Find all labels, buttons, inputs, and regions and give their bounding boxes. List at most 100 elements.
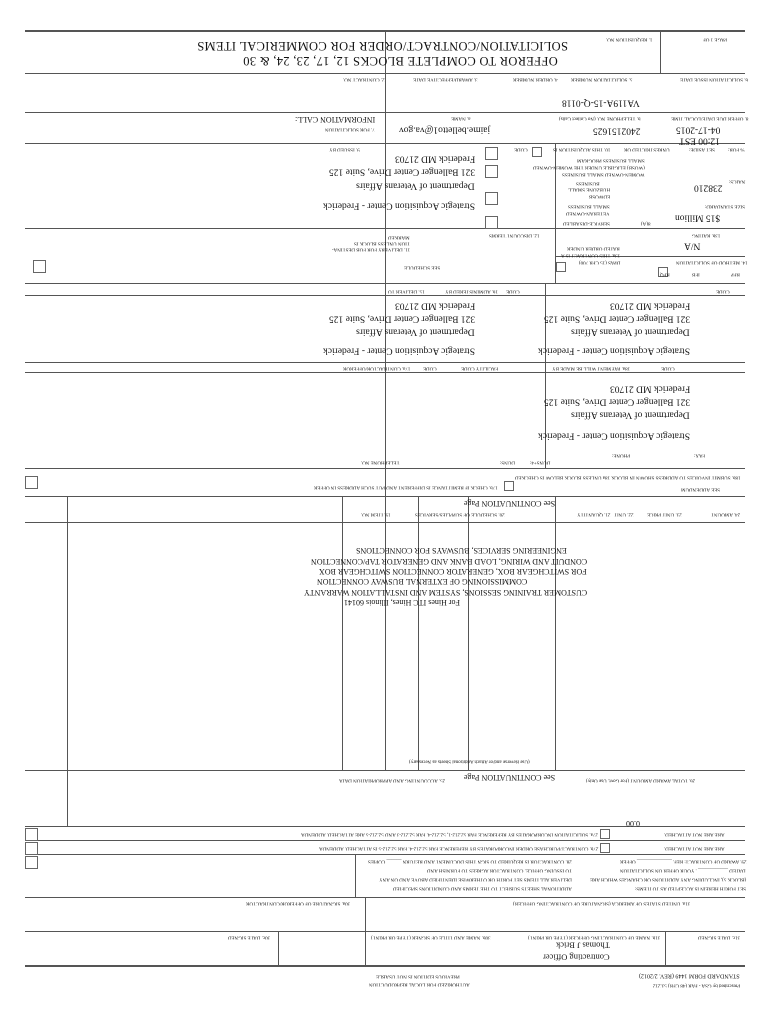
clause-27a: 27a. SOLICITATION INCORPORATES BY REFERE… (301, 831, 598, 837)
clause-29: SET FORTH HEREIN IS ACCEPTED AS TO ITEMS… (635, 885, 746, 891)
due-date: 04-17-2015 (675, 124, 720, 135)
unrestricted-checkbox[interactable] (532, 147, 542, 157)
due-date-label: 8. OFFER DUE DATE/LOCAL TIME (670, 115, 748, 121)
size-standard: $15 Million (674, 212, 720, 223)
size-standard-label: SIZE STANDARD: (704, 203, 745, 209)
see-addendum: SEE ADDENDUM (680, 486, 720, 492)
fob-label: MARKED (388, 234, 410, 240)
sdvosb-label: SERVICE-DISABLED (563, 220, 610, 226)
officer-title: Contracting Officer (543, 952, 610, 963)
naics-code: 238210 (693, 182, 723, 193)
set-aside-label: SET ASIDE: (689, 146, 715, 152)
payment-code-label: CODE (661, 365, 675, 371)
item-description: COMMISSIONING OF EXTERNAL BUSWAY CONNECT… (316, 576, 527, 586)
see-continuation: See CONTINUATION Page (463, 498, 555, 508)
divider (660, 30, 661, 73)
deliver-code-label: CODE (716, 288, 730, 294)
payment-address: Department of Veterans Affairs (571, 409, 690, 420)
divider (365, 897, 366, 965)
sdvosb-checkbox[interactable] (485, 216, 498, 229)
divider (342, 496, 343, 770)
deliver-address: Strategic Acquisition Center - Frederick (538, 345, 690, 356)
clause-27b-status: ARE ARE NOT ATTACHED. (664, 845, 725, 851)
rfp-label: RFP (731, 271, 740, 277)
divider (25, 826, 745, 827)
solicitation-no-label: 5. SOLICITATION NUMBER (570, 76, 632, 82)
contact-email: jaime.belletto1@va.gov (398, 124, 490, 135)
sdvosb-label: VETERAN-OWNED (566, 210, 610, 216)
clause-27b: 27b. CONTRACT/PURCHASE ORDER INCORPORATE… (318, 845, 598, 851)
divider (25, 854, 745, 855)
contractor-code-label: CODE (423, 365, 437, 371)
divider (25, 897, 745, 898)
officer-name-label: 31b. NAME OF CONTRACTING OFFICER (TYPE O… (527, 934, 660, 940)
27b-are-checkbox[interactable] (600, 843, 610, 853)
info-call-label-2: INFORMATION CALL: (294, 114, 375, 124)
divider (555, 496, 556, 770)
rated-order-checkbox[interactable] (556, 262, 566, 272)
wosb-label: WOMEN-OWNED SMALL BUSINESS (562, 171, 645, 177)
contract-no-label: 2. CONTRACT NO. (343, 76, 385, 82)
edwosb-checkbox[interactable] (485, 192, 498, 205)
accounting-label: 25. ACCOUNTING AND APPROPRIATION DATA (338, 777, 445, 783)
offeror-signature-label: 30a. SIGNATURE OF OFFEROR/CONTRACTOR (245, 900, 350, 906)
duns-label: DUNS: (499, 459, 515, 465)
addenda-27a-checkbox[interactable] (25, 828, 38, 841)
issuer-address: 321 Ballenger Center Drive, Suite 125 (328, 166, 475, 177)
wosb-checkbox[interactable] (485, 147, 498, 160)
admin-address: Frederick MD 21703 (394, 300, 475, 311)
divider (278, 931, 279, 965)
rated-label: DPAS (15 CFR 700) (578, 259, 620, 265)
prescribed-note: Prescribed by GSA - FAR (48 CFR) 53.212 (652, 982, 740, 988)
phone-label: PHONE: (611, 452, 630, 458)
fob-destination-checkbox[interactable] (33, 260, 46, 273)
divider (385, 30, 386, 770)
remittance-checkbox[interactable] (504, 481, 514, 491)
payment-address: Strategic Acquisition Center - Frederick (538, 430, 690, 441)
form-title: SOLICITATION/CONTRACT/ORDER FOR COMMERIC… (197, 38, 568, 53)
administered-by-label: 16. ADMINISTERED BY (445, 288, 498, 294)
addenda-27b-checkbox[interactable] (25, 842, 38, 855)
rfq-checkbox[interactable] (658, 267, 668, 277)
contracting-officer-signature-label: 31a. UNITED STATES OF AMERICA (SIGNATURE… (512, 900, 690, 906)
total-award-amount: 0.00 (626, 818, 640, 828)
issuer-address: Department of Veterans Affairs (356, 180, 475, 191)
due-time: 12:00 EST (679, 135, 720, 146)
unit-header: 22. UNIT (613, 511, 633, 517)
divider (555, 143, 556, 283)
form-number: STANDARD FORM 1449 (REV. 2/2012) (639, 972, 740, 979)
divider (468, 496, 469, 770)
divider (555, 256, 745, 257)
reverse-note: (Use Reverse and/or Attach Additional Sh… (409, 758, 530, 764)
duns4-label: DUNS+4: (529, 459, 550, 465)
acquisition-label: 10. THIS ACQUISITION IS (552, 146, 610, 152)
total-award-label: 26. TOTAL AWARD AMOUNT (For Govt. Use On… (585, 777, 695, 783)
admin-address: Strategic Acquisition Center - Frederick (323, 345, 475, 356)
issued-by-label: 9. ISSUED BY (329, 146, 360, 152)
amount-header: 24. AMOUNT (710, 511, 740, 517)
divider (25, 770, 745, 771)
contact-phone: 2402151625 (592, 125, 641, 136)
quantity-header: 21. QUANTITY (576, 511, 610, 517)
hubzone-checkbox[interactable] (485, 165, 498, 178)
method-label: 14. METHOD OF SOLICITATION (676, 259, 748, 265)
clause-28: TO ISSUING OFFICE. CONTRACTOR AGREES TO … (427, 867, 572, 873)
payment-address: Frederick MD 21703 (609, 383, 690, 394)
wosb-label: (WOSB) ELIGIBLE UNDER THE WOMEN-OWNED (533, 164, 645, 170)
item-no-header: 19. ITEM NO. (360, 511, 390, 517)
issuer-address: Strategic Acquisition Center - Frederick (323, 200, 475, 211)
award-29-checkbox[interactable] (25, 856, 38, 869)
rfq-label: RFQ (660, 271, 670, 277)
item-description: CONDUIT AND WIRING, LOAD BANK AND GENERA… (310, 556, 587, 566)
contractor-label: 17a. CONTRACTOR/OFFEROR (342, 365, 410, 371)
award-date-label: 3. AWARD/EFFECTIVE DATE (412, 76, 477, 82)
clause-29: (BLOCK 5), INCLUDING ANY ADDITIONS OR CH… (589, 876, 746, 882)
27a-are-checkbox[interactable] (600, 829, 610, 839)
divider (25, 931, 745, 932)
administered-code-label: CODE (506, 288, 520, 294)
divider (25, 840, 745, 841)
divider (545, 283, 546, 468)
payment-by-label: 18a. PAYMENT WILL BE MADE BY (551, 365, 630, 371)
submit-invoices-checkbox[interactable] (25, 476, 38, 489)
eight-a-label: 8(A) (640, 220, 650, 226)
